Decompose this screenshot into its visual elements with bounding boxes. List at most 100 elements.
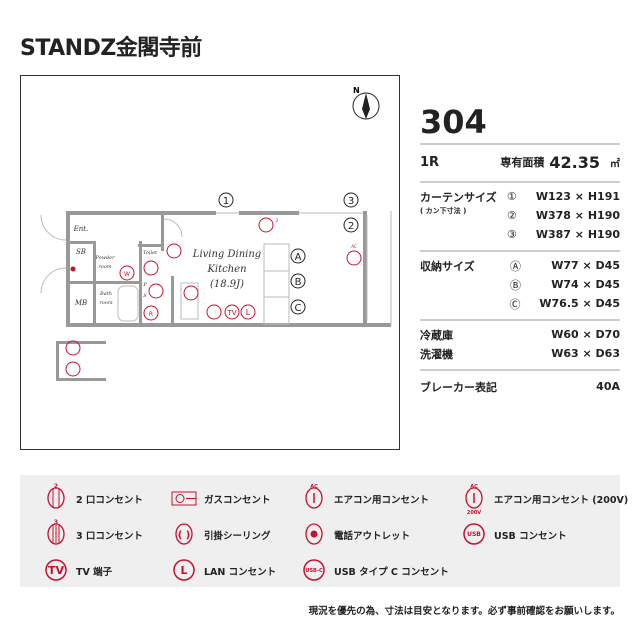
room-number: 304 bbox=[420, 100, 620, 145]
layout-type: 1R bbox=[420, 154, 440, 170]
ac-outlet-label: AC bbox=[351, 244, 357, 249]
lan-outlet-icon: L bbox=[173, 559, 195, 581]
breaker-label: ブレーカー表記 bbox=[420, 380, 497, 394]
tv-terminal-icon: TV bbox=[45, 559, 67, 581]
legend-label: エアコン用コンセント (200V) bbox=[494, 495, 629, 506]
ps-label: P bbox=[142, 282, 147, 288]
legend-label: 引掛シーリング bbox=[204, 531, 271, 542]
legend-label: 電話アウトレット bbox=[334, 531, 411, 542]
legend-item-ac-200v-outlet: AC 200V エアコン用コンセント (200V) bbox=[460, 483, 628, 515]
bath-room-label: Bath bbox=[99, 291, 112, 297]
legend-label: 2 口コンセント bbox=[76, 495, 143, 506]
fridge-size: W60 × D70 bbox=[551, 328, 620, 341]
2-outlet-icon: 2 bbox=[47, 483, 65, 509]
legend-item-3-outlet: 3 3 口コンセント bbox=[42, 519, 143, 551]
washer-outlet-label: W bbox=[124, 271, 130, 278]
svg-text:( ): ( ) bbox=[178, 530, 191, 541]
curtain-size: W123 × H191 bbox=[535, 190, 620, 203]
curtain-mark-3: 3 bbox=[343, 192, 359, 208]
fridge-outlet-label: R bbox=[149, 311, 153, 318]
area-value: 42.35 bbox=[549, 152, 600, 172]
sb-label: SB bbox=[76, 248, 86, 256]
svg-text:C: C bbox=[295, 303, 302, 314]
walls bbox=[56, 211, 391, 381]
svg-text:2: 2 bbox=[54, 483, 58, 490]
curtain-size: W387 × H190 bbox=[535, 228, 620, 241]
svg-text:N: N bbox=[353, 86, 360, 95]
storage-mark-c: C bbox=[290, 299, 306, 315]
storage-mark: Ⓑ bbox=[510, 278, 521, 292]
svg-text:USB: USB bbox=[467, 531, 481, 538]
legend-item-gas-outlet: ガスコンセント bbox=[170, 483, 271, 515]
fridge-label: 冷蔵庫 bbox=[420, 328, 453, 342]
svg-text:3: 3 bbox=[348, 196, 354, 207]
curtain-sublabel: ( カン下寸法 ) bbox=[420, 207, 467, 215]
legend-item-usb-c-outlet: USB-C USB タイプ C コンセント bbox=[300, 555, 449, 587]
storage-size: W74 × D45 bbox=[551, 278, 620, 291]
curtain-mark-1: 1 bbox=[218, 192, 234, 208]
legend-item-usb-outlet: USB USB コンセント bbox=[460, 519, 567, 551]
storage-mark: Ⓐ bbox=[510, 259, 521, 273]
ac-outlet-icon: AC bbox=[305, 484, 323, 509]
washer-size: W63 × D63 bbox=[551, 347, 620, 360]
usb-c-outlet-icon: USB-C bbox=[303, 559, 325, 581]
curtain-size: W378 × H190 bbox=[535, 209, 620, 222]
area-unit: ㎡ bbox=[610, 158, 620, 170]
legend-item-lan-outlet: L LAN コンセント bbox=[170, 555, 276, 587]
ldk-label: Living Dining bbox=[192, 249, 261, 260]
legend-label: USB コンセント bbox=[494, 531, 567, 542]
svg-text:200V: 200V bbox=[467, 510, 481, 515]
breaker-value: 40A bbox=[596, 380, 620, 393]
legend-label: LAN コンセント bbox=[204, 567, 277, 578]
svg-text:1: 1 bbox=[223, 196, 229, 207]
svg-text:B: B bbox=[295, 277, 302, 288]
ceiling-hook-icon: ( ) bbox=[175, 523, 193, 545]
storage-label: 収納サイズ bbox=[420, 259, 475, 273]
legend-item-ac-outlet: AC エアコン用コンセント bbox=[300, 483, 429, 515]
legend-label: USB タイプ C コンセント bbox=[334, 567, 449, 578]
usb-outlet-icon: USB bbox=[463, 523, 485, 545]
area-label: 専有面積 bbox=[500, 156, 545, 169]
legend-label: エアコン用コンセント bbox=[334, 495, 430, 506]
legend-label: ガスコンセント bbox=[204, 495, 271, 506]
storage-size: W76.5 × D45 bbox=[539, 297, 620, 310]
phone-outlet-icon bbox=[305, 523, 323, 545]
svg-text:AC: AC bbox=[470, 484, 478, 490]
legend-item-2-outlet: 2 2 口コンセント bbox=[42, 483, 143, 515]
svg-text:USB-C: USB-C bbox=[305, 568, 323, 574]
curtain-mark: ③ bbox=[506, 228, 517, 241]
storage-mark-a: A bbox=[290, 248, 306, 264]
storage-mark-b: B bbox=[290, 273, 306, 289]
gas-outlet-icon bbox=[171, 491, 197, 506]
two-outlet-label: 2 bbox=[276, 218, 279, 223]
curtain-mark: ① bbox=[506, 190, 517, 203]
legend-label: 3 口コンセント bbox=[76, 531, 143, 542]
svg-text:3: 3 bbox=[54, 519, 58, 526]
tv-outlet-label: TV bbox=[226, 309, 236, 317]
curtain-mark: ② bbox=[506, 209, 517, 222]
floor-plan: N Ent. SB Powder room Toilet MB Bath roo… bbox=[20, 75, 400, 450]
3-outlet-icon: 3 bbox=[47, 519, 65, 545]
svg-text:A: A bbox=[295, 252, 302, 263]
outlet-markers: TV L AC W R 2 bbox=[65, 217, 362, 377]
washer-label: 洗濯機 bbox=[420, 347, 453, 361]
toilet-label: Toilet bbox=[143, 250, 158, 256]
ldk-area-label: (18.9J) bbox=[210, 279, 244, 290]
bath-room-label: room bbox=[99, 300, 112, 306]
powder-room-label: Powder bbox=[94, 255, 115, 261]
legend-item-ceiling-hook: ( ) 引掛シーリング bbox=[170, 519, 271, 551]
ps-label: S bbox=[143, 293, 147, 299]
svg-text:L: L bbox=[180, 564, 187, 577]
mb-label: MB bbox=[74, 299, 87, 307]
storage-size: W77 × D45 bbox=[551, 259, 620, 272]
curtain-label: カーテンサイズ bbox=[420, 190, 497, 204]
ldk-label: Kitchen bbox=[206, 264, 246, 275]
svg-text:AC: AC bbox=[310, 484, 318, 490]
ent-label: Ent. bbox=[73, 225, 89, 233]
svg-text:2: 2 bbox=[348, 221, 354, 232]
compass-icon: N bbox=[352, 86, 380, 120]
svg-text:TV: TV bbox=[48, 564, 65, 577]
disclaimer-note: 現況を優先の為、寸法は目安となります。必ず事前確認をお願いします。 bbox=[308, 606, 620, 617]
